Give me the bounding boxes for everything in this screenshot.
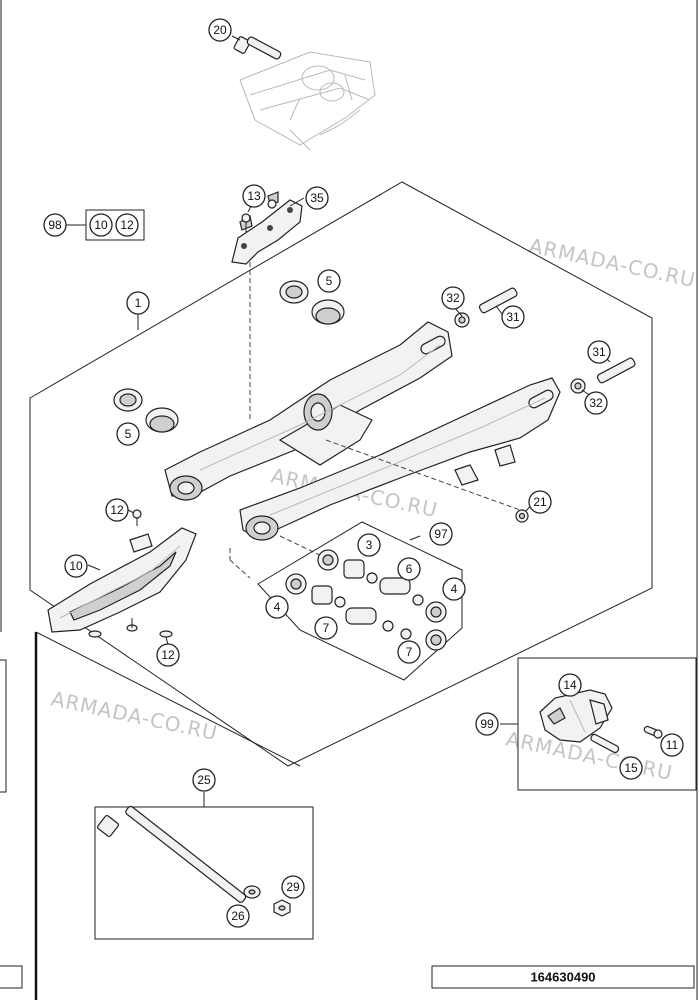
svg-text:20: 20 [213,23,227,37]
callout-98: 98 [43,213,67,237]
callout-32-upper: 32 [441,286,465,310]
callout-15: 15 [619,756,643,780]
swingarm-group-outline [29,181,653,767]
svg-text:99: 99 [480,717,494,731]
svg-text:6: 6 [406,562,413,576]
callout-12-lower: 12 [156,643,180,667]
adjuster-bolt-part-31-lower [596,357,636,384]
screw-part-13 [241,199,277,232]
callout-5-lower: 5 [116,422,140,446]
svg-text:4: 4 [451,582,458,596]
svg-text:31: 31 [592,345,606,359]
svg-text:5: 5 [125,427,132,441]
svg-text:35: 35 [310,191,324,205]
adjuster-bolt-part-31-upper [478,287,518,314]
svg-text:32: 32 [589,396,603,410]
svg-text:29: 29 [286,880,300,894]
callout-1: 1 [126,291,150,315]
callout-32-lower: 32 [584,391,608,415]
svg-text:98: 98 [48,218,62,232]
svg-text:31: 31 [506,310,520,324]
callout-31-upper: 31 [501,305,525,329]
callout-12-upper: 12 [105,498,129,522]
callout-20: 20 [208,18,232,42]
svg-text:4: 4 [274,600,281,614]
drawing-code-box: 164630490 [431,965,695,989]
nut-part-21 [515,509,529,523]
chain-guide-bracket-part-35 [231,191,303,265]
washers-part-12-lower [88,618,173,638]
callout-99: 99 [475,712,499,736]
svg-text:10: 10 [69,559,83,573]
nut-part-32-upper [454,312,470,328]
nut-part-29 [273,899,291,917]
callout-7-left: 7 [314,616,338,640]
svg-text:32: 32 [446,291,460,305]
pivot-bolt-part-20 [233,36,282,60]
callout-12-kit: 12 [115,213,139,237]
callout-25: 25 [192,768,216,792]
callout-29: 29 [281,875,305,899]
svg-text:11: 11 [666,738,679,752]
washer-part-26 [243,885,261,899]
callout-10: 10 [64,554,88,578]
callout-97: 97 [429,522,453,546]
axle-part-25 [96,805,247,903]
svg-text:3: 3 [366,538,373,552]
callout-35: 35 [305,186,329,210]
callout-6: 6 [397,557,421,581]
svg-text:12: 12 [120,218,134,232]
svg-text:1: 1 [135,296,142,310]
svg-text:ARMADA-CO.RU: ARMADA-CO.RU [527,233,698,292]
bushing-kit-parts [285,549,447,651]
svg-text:97: 97 [434,527,448,541]
svg-text:12: 12 [110,503,124,517]
svg-text:12: 12 [161,648,175,662]
svg-text:10: 10 [94,218,108,232]
bearing-seal-part-5-lower [113,388,179,433]
chain-guide-part-14 [539,689,613,743]
svg-text:7: 7 [323,621,330,635]
svg-text:25: 25 [197,773,211,787]
bushing-kit-outline [257,521,463,681]
svg-text:ARMADA-CO.RU: ARMADA-CO.RU [49,686,220,745]
svg-text:15: 15 [624,761,638,775]
side-fragment-box-bottom [0,965,23,989]
callout-11: 11 [660,733,684,757]
callout-31-lower: 31 [587,340,611,364]
callout-10-kit: 10 [89,213,113,237]
screw-part-11 [643,725,663,739]
swingarm-part-1 [164,321,561,541]
callout-21: 21 [528,490,552,514]
nut-part-32-lower [570,378,586,394]
svg-text:14: 14 [563,678,577,692]
side-fragment-box [0,659,7,793]
callout-13: 13 [242,184,266,208]
svg-text:26: 26 [231,909,245,923]
svg-text:5: 5 [326,274,333,288]
bearing-seal-part-5-upper [279,280,345,325]
drawing-code: 164630490 [530,970,595,985]
svg-text:7: 7 [406,645,413,659]
callout-5-upper: 5 [317,269,341,293]
callout-26: 26 [226,904,250,928]
callout-4-right: 4 [442,577,466,601]
frame-context-ghost [239,51,376,151]
callout-4-left: 4 [265,595,289,619]
callout-3: 3 [357,533,381,557]
screw-part-15 [590,733,620,754]
svg-text:13: 13 [247,189,261,203]
callout-7-right: 7 [397,640,421,664]
svg-text:21: 21 [533,495,547,509]
callout-14: 14 [558,673,582,697]
screw-part-12-upper [132,509,142,526]
chain-slider-part-10 [47,527,197,633]
